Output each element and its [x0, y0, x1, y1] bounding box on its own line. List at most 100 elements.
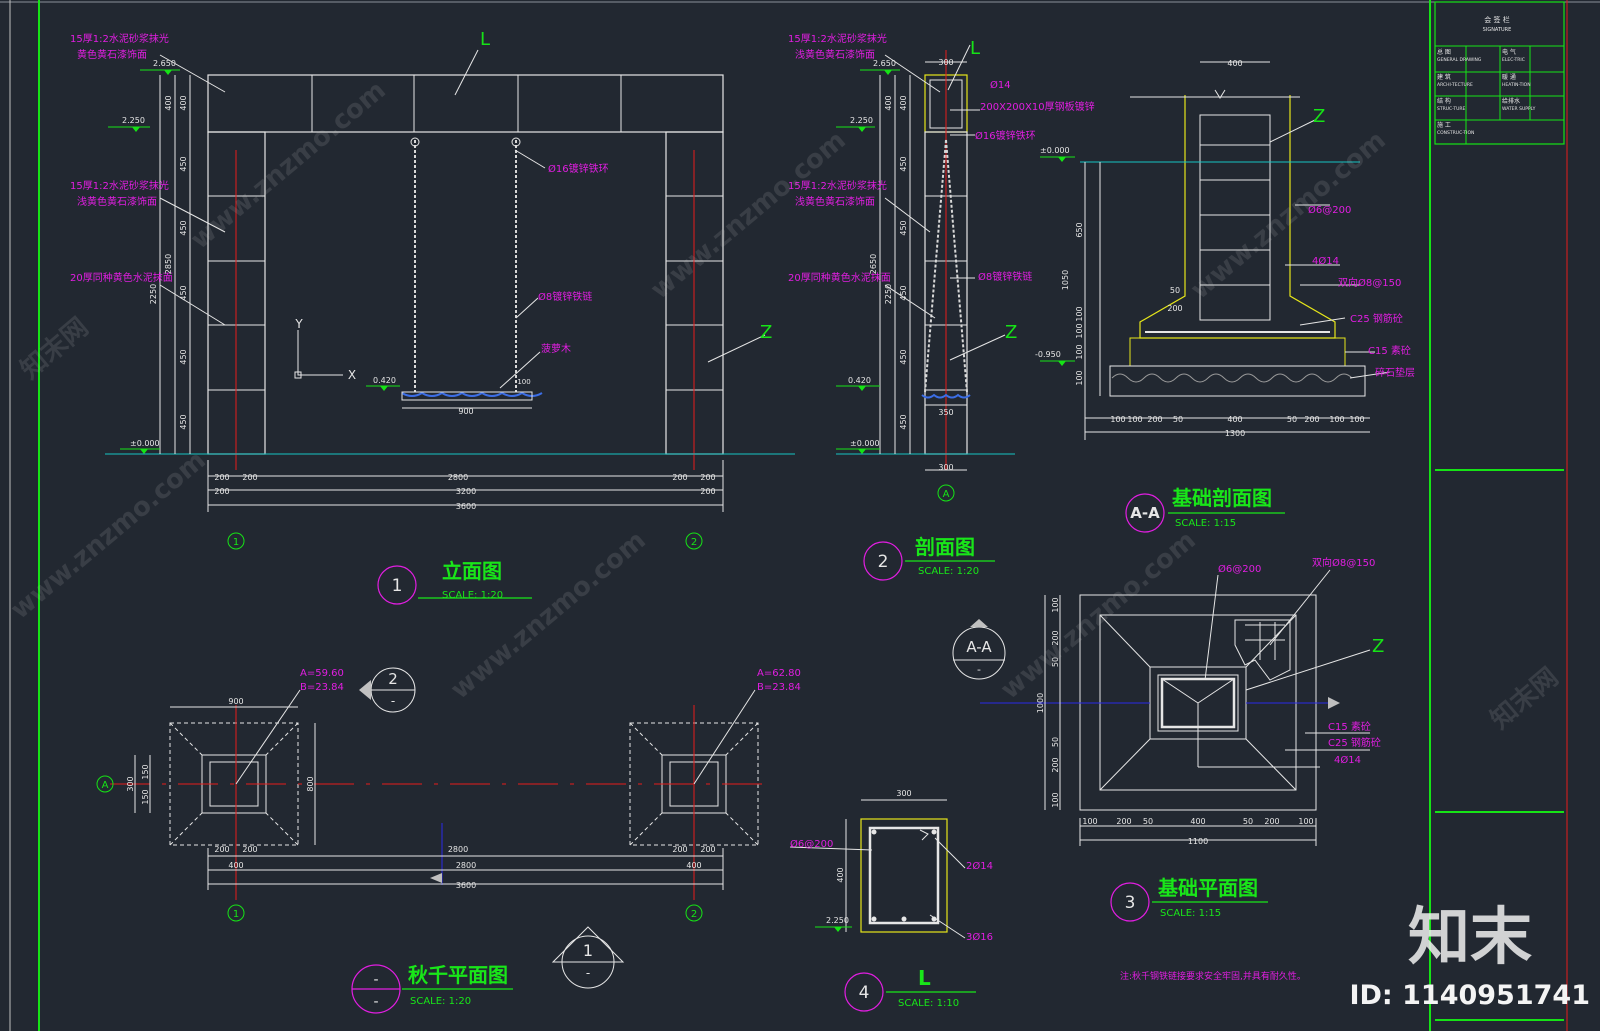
dim-fs-bottom-5: 50 — [1287, 415, 1297, 424]
note-chain: Ø8镀锌铁链 — [538, 290, 592, 303]
view-scale-beam: SCALE: 1:10 — [898, 998, 959, 1009]
level-0000-fs: ±0.000 — [1040, 146, 1070, 155]
dim-sec-left-7: 2650 — [869, 254, 878, 274]
dim-plan-b1-1: 200 — [242, 845, 257, 854]
watermark-brand-2: 知末网 — [1485, 662, 1564, 735]
dim-elev-left-3: 450 — [179, 220, 188, 235]
titleblock-cell: STRUC-TURE — [1437, 106, 1466, 112]
watermark-brand-1: 知末网 — [15, 312, 94, 385]
dim-fp-bottom-5: 200 — [1264, 817, 1279, 826]
section-view — [836, 44, 1015, 471]
dim-fs-small-1: 200 — [1167, 304, 1182, 313]
dim-sec-left-4: 450 — [899, 285, 908, 300]
view-num-foundation-plan: 3 — [1125, 893, 1136, 913]
dim-fs-bottom-4: 400 — [1227, 415, 1242, 424]
note-s-d14: Ø14 — [990, 79, 1011, 91]
view-title-beam: L — [918, 966, 931, 990]
dim-sec-bot: 300 — [938, 463, 953, 472]
dim-fs-bottom-7: 100 — [1329, 415, 1344, 424]
note-fp-c25: C25 钢筋砼 — [1328, 736, 1381, 749]
note-areaB: B=23.84 — [300, 682, 344, 693]
dim-beam-w: 300 — [896, 789, 911, 798]
dim-sec-seat: 350 — [938, 408, 953, 417]
titleblock-cell: 总 图 — [1437, 48, 1451, 56]
section-marker-1: 1 — [583, 941, 593, 960]
level-2250-sec: 2.250 — [850, 116, 873, 125]
dim-fp-left-3: 1000 — [1036, 693, 1045, 713]
dim-elev-left-2: 450 — [179, 156, 188, 171]
view-num-beam: 4 — [859, 983, 870, 1003]
dim-elev-b2-2: 200 — [700, 487, 715, 496]
dim-sec-left-2: 450 — [899, 156, 908, 171]
watermark-6: www.znzmo.com — [5, 445, 211, 625]
watermark-4: www.znzmo.com — [445, 525, 651, 705]
view-title-graphics — [351, 493, 1285, 1014]
dim-sec-left-0: 400 — [899, 95, 908, 110]
elevation-levels — [108, 69, 400, 454]
dim-plan-b2-0: 400 — [228, 861, 243, 870]
dim-sec-left-5: 450 — [899, 349, 908, 364]
note-s-finish-mid-2: 浅黄色黄石漆饰面 — [795, 195, 875, 208]
axis-1-elev: 1 — [233, 537, 239, 548]
dim-plan-b1-4: 200 — [700, 845, 715, 854]
axis-2-elev: 2 — [691, 537, 697, 548]
dim-plan-left-3: 800 — [306, 776, 315, 791]
dim-plan-b2-2: 400 — [686, 861, 701, 870]
dim-fp-total: 1100 — [1188, 837, 1208, 846]
note-fs-dist: 双向Ø8@150 — [1338, 276, 1401, 289]
dim-fs-bottom-0: 100 — [1110, 415, 1125, 424]
dim-fs-bottom-6: 200 — [1304, 415, 1319, 424]
dim-sec-left-6: 450 — [899, 414, 908, 429]
axis-A-sec: A — [943, 489, 950, 500]
view-scale-foundation-section: SCALE: 1:15 — [1175, 518, 1236, 529]
dim-plan-total: 3600 — [456, 881, 476, 890]
level-0950-fs: -0.950 — [1035, 350, 1061, 359]
dim-fs-left-5: 100 — [1075, 370, 1084, 385]
titleblock-header: 会 签 栏 — [1484, 15, 1509, 24]
note-seat: 菠萝木 — [541, 343, 571, 355]
note-ring: Ø16镀锌铁环 — [548, 162, 609, 175]
foundation-section — [1080, 61, 1391, 440]
dim-fs-top: 400 — [1227, 59, 1242, 68]
note-fp-bar: 4Ø14 — [1334, 754, 1361, 766]
label-Y: Y — [294, 317, 303, 331]
view-num-plan-bot: - — [373, 994, 378, 1010]
plan-view — [110, 689, 770, 900]
titleblock-cell: 电 气 — [1502, 48, 1516, 56]
dim-fs-small-0: 50 — [1170, 286, 1180, 295]
dim-sec-left-3: 450 — [899, 220, 908, 235]
note-footnote: 注:秋千钢铁链接要求安全牢固,并具有耐久性。 — [1120, 970, 1306, 982]
dim-fs-bottom-3: 50 — [1173, 415, 1183, 424]
level-2250-beam: 2.250 — [826, 916, 849, 925]
axis-2-plan: 2 — [691, 909, 697, 920]
dim-elev-left-0: 400 — [179, 95, 188, 110]
note-finish-mid-1: 15厚1:2水泥砂浆抹光 — [70, 179, 169, 192]
level-0000-sec: ±0.000 — [850, 439, 880, 448]
titleblock-cell: HEATIN-TION — [1502, 82, 1531, 88]
titleblock-cell: 给排水 — [1502, 97, 1520, 105]
titleblock-cell: CONSTRUC-TION — [1437, 130, 1474, 136]
dim-elev-b3: 3600 — [456, 502, 476, 511]
dim-beam-h: 400 — [836, 867, 845, 882]
titleblock-header-en: SIGNATURE — [1483, 27, 1512, 33]
view-title-section: 剖面图 — [915, 535, 975, 559]
elevation-axis — [227, 532, 703, 550]
dim-seat-w: 900 — [458, 407, 473, 416]
note-finish-mid-2: 浅黄色黄石漆饰面 — [77, 195, 157, 208]
label-Z-elev: Z — [760, 322, 772, 343]
view-title-elevation: 立面图 — [442, 559, 502, 583]
dim-fp-bottom-4: 50 — [1243, 817, 1253, 826]
dim-elev-b1-4: 200 — [700, 473, 715, 482]
foundation-section-levels — [1040, 156, 1075, 366]
note-fp-dist: 双向Ø8@150 — [1312, 556, 1375, 569]
dim-elev-left-1: 400 — [164, 95, 173, 110]
level-0420-sec: 0.420 — [848, 376, 871, 385]
note-fs-gravel: 碎石垫层 — [1375, 366, 1415, 379]
view-scale-elevation: SCALE: 1:20 — [442, 590, 503, 601]
beam-rebars — [871, 829, 937, 922]
beam-level — [815, 926, 852, 932]
note-s-finish-top-1: 15厚1:2水泥砂浆抹光 — [788, 32, 887, 45]
plan-axes — [96, 775, 703, 922]
note-finish-top-2: 黄色黄石漆饰面 — [77, 48, 147, 61]
